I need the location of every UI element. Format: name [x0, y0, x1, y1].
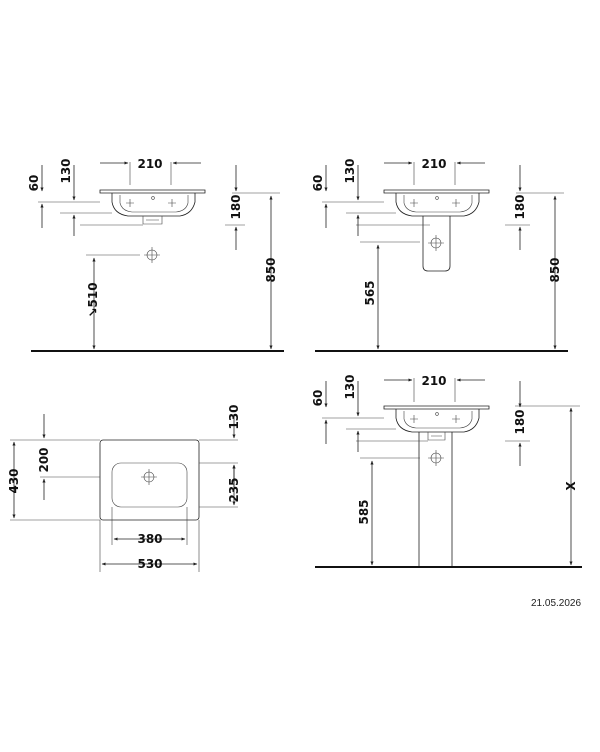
dim-380: 380: [137, 532, 162, 546]
dim-850: 850: [264, 257, 278, 282]
view-plan: 130 200 430 235 380 530: [7, 404, 241, 572]
dim-430: 430: [7, 468, 21, 493]
dim-510: ↘510: [86, 282, 100, 317]
dim-565: 565: [363, 280, 377, 305]
dim-130: 130: [227, 404, 241, 429]
dim-180: 180: [513, 194, 527, 219]
dim-850: 850: [548, 257, 562, 282]
dim-180: 180: [513, 409, 527, 434]
dim-x: X: [564, 481, 578, 491]
basin-elevation-2: [383, 189, 490, 217]
view-semi-pedestal: 60 130 210 180 850 565: [311, 157, 568, 352]
drawing-date: 21.05.2026: [531, 598, 582, 609]
dim-200: 200: [37, 447, 51, 472]
basin-elevation-4: [383, 405, 490, 441]
dim-530: 530: [137, 557, 162, 571]
dim-130: 130: [343, 158, 357, 183]
dim-210: 210: [421, 374, 446, 388]
view-pedestal: 60 130 210 180 X 585: [311, 374, 582, 568]
dim-130: 130: [343, 374, 357, 399]
basin-plan-bowl: [111, 462, 188, 508]
full-pedestal: [418, 432, 453, 567]
dim-130: 130: [59, 158, 73, 183]
basin-plan-outline: [99, 439, 200, 521]
view-wall-hung: 60 130 210 180 850 ↘510: [27, 157, 284, 352]
dim-210: 210: [137, 157, 162, 171]
dim-585: 585: [357, 499, 371, 524]
dim-60: 60: [311, 390, 325, 407]
dim-60: 60: [311, 175, 325, 192]
semi-pedestal: [422, 216, 451, 272]
dim-60: 60: [27, 175, 41, 192]
basin-elevation-1: [99, 189, 206, 225]
dim-210: 210: [421, 157, 446, 171]
dim-180: 180: [229, 194, 243, 219]
dim-235: 235: [227, 477, 241, 502]
